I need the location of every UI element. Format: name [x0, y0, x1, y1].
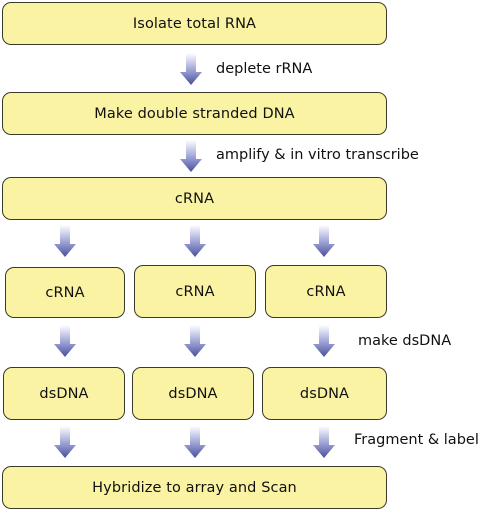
- step-crna-main-label: cRNA: [174, 190, 215, 207]
- step-make-dsdna-label: Make double stranded DNA: [94, 105, 295, 122]
- step-make-double-stranded-dna: Make double stranded DNA: [2, 92, 387, 135]
- step-crna-main: cRNA: [2, 177, 387, 220]
- arrow-down-icon: [180, 140, 202, 172]
- step-isolate-total-rna: Isolate total RNA: [2, 2, 387, 45]
- step-dsdna-3-label: dsDNA: [299, 385, 350, 402]
- step-crna-1-label: cRNA: [45, 284, 85, 301]
- label-fragment-label: Fragment & label: [354, 432, 479, 448]
- label-amplify-transcribe: amplify & in vitro transcribe: [216, 147, 419, 163]
- step-dsdna-2-label: dsDNA: [168, 385, 218, 402]
- step-dsdna-1: dsDNA: [3, 367, 125, 420]
- step-dsdna-2: dsDNA: [132, 367, 254, 420]
- arrow-down-icon: [54, 225, 76, 257]
- step-crna-3-label: cRNA: [306, 283, 346, 300]
- arrow-down-icon: [180, 53, 202, 85]
- arrow-down-icon: [313, 426, 335, 458]
- step-crna-1: cRNA: [5, 267, 125, 318]
- step-hybridize-scan: Hybridize to array and Scan: [2, 466, 387, 509]
- step-dsdna-1-label: dsDNA: [39, 385, 89, 402]
- arrow-down-icon: [313, 225, 335, 257]
- step-hybridize-label: Hybridize to array and Scan: [92, 479, 297, 496]
- label-make-dsdna: make dsDNA: [358, 333, 452, 349]
- arrow-down-icon: [54, 325, 76, 357]
- arrow-down-icon: [184, 325, 206, 357]
- label-deplete-rrna: deplete rRNA: [216, 61, 313, 77]
- arrow-down-icon: [184, 426, 206, 458]
- arrow-down-icon: [184, 225, 206, 257]
- arrow-down-icon: [54, 426, 76, 458]
- step-crna-3: cRNA: [265, 265, 387, 318]
- step-isolate-label: Isolate total RNA: [132, 15, 257, 32]
- step-dsdna-3: dsDNA: [262, 367, 387, 420]
- arrow-down-icon: [313, 325, 335, 357]
- step-crna-2-label: cRNA: [175, 283, 215, 300]
- step-crna-2: cRNA: [134, 265, 256, 318]
